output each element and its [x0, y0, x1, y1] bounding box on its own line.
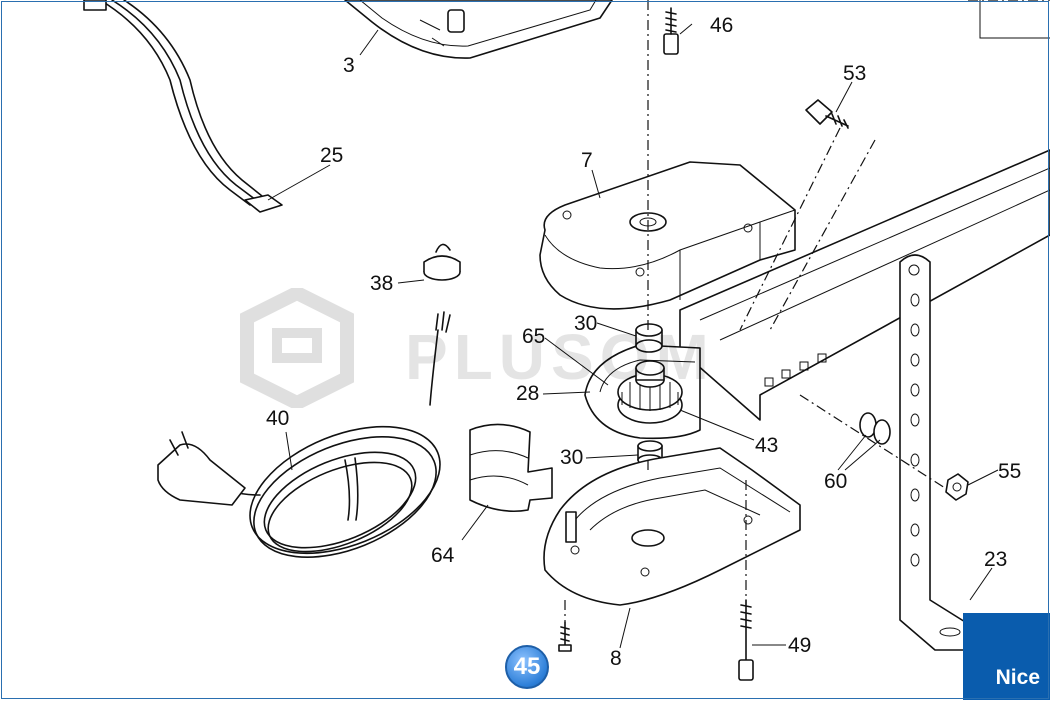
- label-55: 55: [998, 460, 1021, 483]
- label-60: 60: [824, 470, 847, 493]
- brand-logo: Nice: [963, 613, 1050, 700]
- part-3-housing[interactable]: [344, 0, 613, 59]
- label-38: 38: [370, 272, 393, 295]
- label-64: 64: [431, 544, 455, 567]
- assembly-axes: [564, 0, 1050, 622]
- part-7-top-cover[interactable]: [539, 161, 796, 310]
- label-30-top: 30: [574, 312, 597, 335]
- label-46: 46: [710, 14, 733, 37]
- label-25: 25: [320, 144, 343, 167]
- label-40: 40: [266, 407, 289, 430]
- label-3: 3: [343, 54, 355, 77]
- part-46-screw[interactable]: [663, 7, 679, 55]
- watermark-logo: [240, 288, 354, 408]
- label-28: 28: [516, 382, 539, 405]
- part-8-base[interactable]: [543, 447, 801, 606]
- part-53-bolt[interactable]: [805, 99, 849, 129]
- part-30-bushing-top[interactable]: [635, 323, 663, 353]
- label-53: 53: [843, 62, 866, 85]
- label-43: 43: [755, 434, 778, 457]
- label-65: 65: [522, 325, 545, 348]
- part-43-gear[interactable]: [617, 360, 683, 424]
- watermark-text: PLUSOM: [405, 321, 715, 393]
- part-23-bracket[interactable]: [899, 254, 971, 651]
- part-38-cap[interactable]: [423, 243, 461, 281]
- leader-lines: [267, 23, 999, 649]
- label-23: 23: [984, 548, 1007, 571]
- part-49-screw[interactable]: [738, 599, 754, 681]
- part-55-nut[interactable]: [945, 473, 969, 501]
- part-25-cable[interactable]: [83, 0, 283, 213]
- brand-name: Nice: [995, 666, 1040, 689]
- part-40-power-cord[interactable]: [157, 311, 458, 581]
- label-7: 7: [581, 149, 593, 172]
- reference-box: [979, 0, 1050, 39]
- label-49: 49: [788, 634, 811, 657]
- part-64-sleeve[interactable]: [469, 423, 553, 513]
- part-45-screw[interactable]: [558, 621, 572, 652]
- part-labels: 3 25 38 40 64 7 46 53 30 65 28 43 30 60 …: [266, 14, 1021, 670]
- part-60-washers[interactable]: [859, 412, 891, 445]
- label-30-bottom: 30: [560, 446, 583, 469]
- highlighted-part-45-badge[interactable]: 45: [505, 645, 549, 689]
- label-8: 8: [610, 647, 622, 670]
